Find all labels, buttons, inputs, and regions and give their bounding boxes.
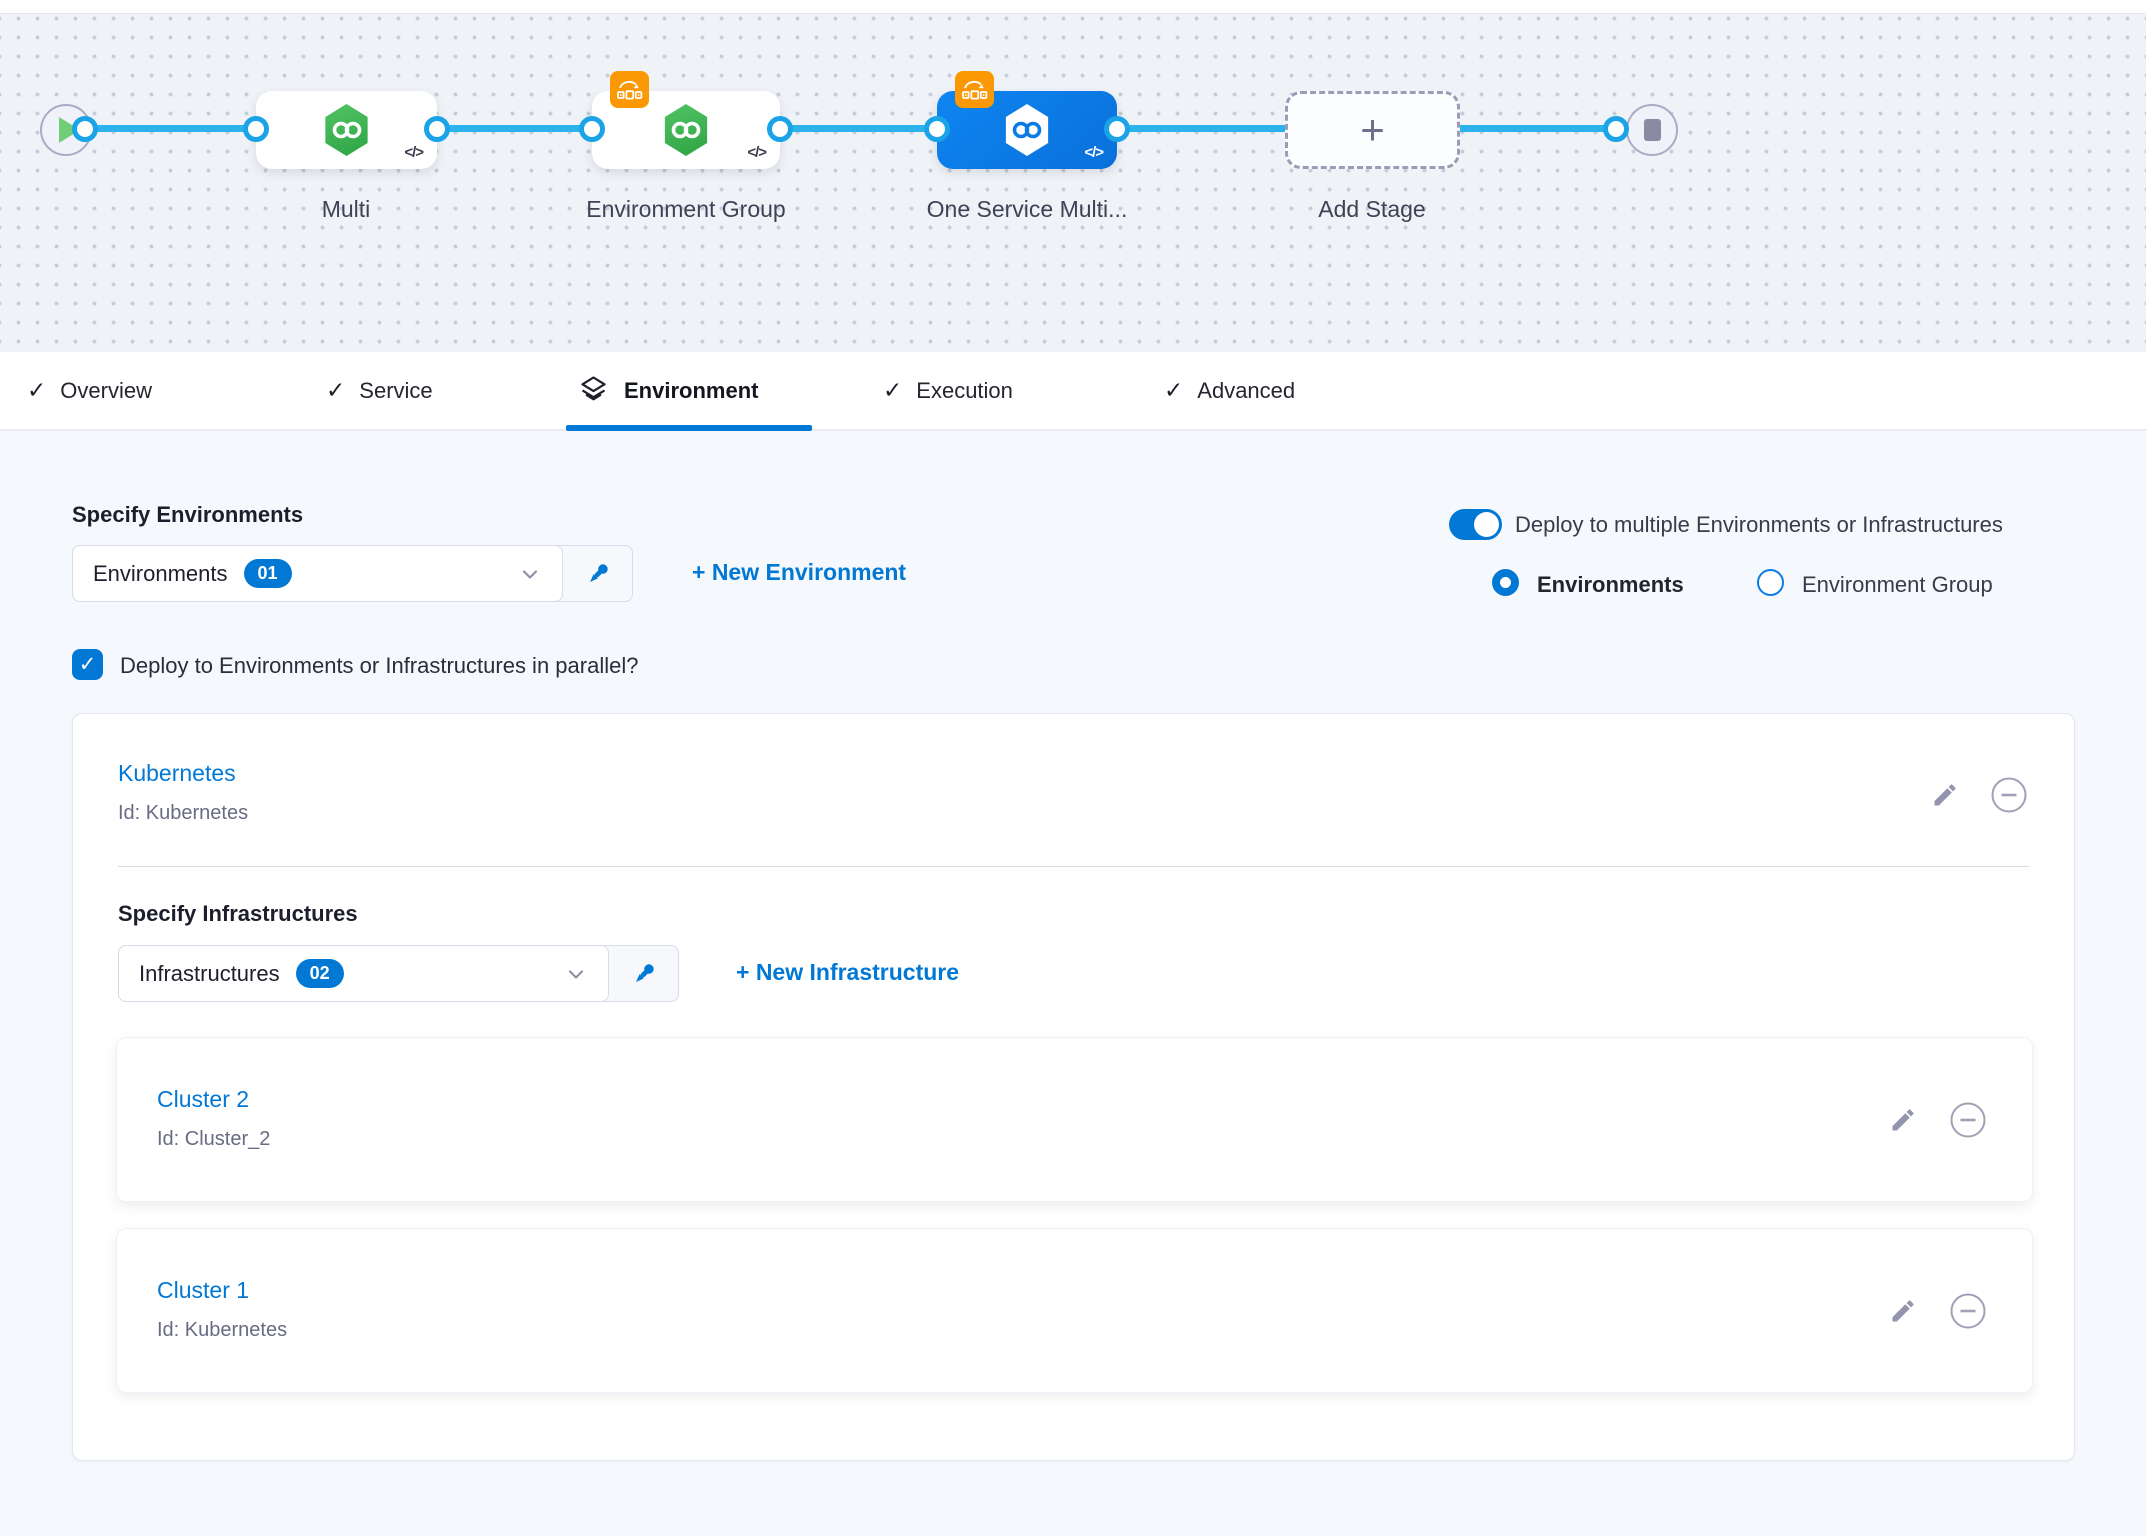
infrastructure-card-cluster-2: Cluster 2 Id: Cluster_2 — [116, 1037, 2033, 1202]
service-deploy-icon — [325, 104, 368, 156]
minus-circle-icon — [1950, 1102, 1986, 1138]
stage-label: One Service Multi... — [926, 196, 1128, 222]
environment-tab-content: Specify Environments Environments 01 — [0, 431, 2146, 1536]
add-stage-label: Add Stage — [1318, 196, 1426, 222]
dropdown-value: Environments — [93, 560, 228, 586]
edit-environment-button[interactable] — [1925, 775, 1965, 815]
pin-icon — [589, 563, 608, 582]
stage-card-multi[interactable]: </> — [256, 91, 437, 169]
stage-card-one-service-multi[interactable]: </> — [937, 71, 1117, 169]
pencil-icon — [1934, 784, 1956, 806]
active-tab-underline — [566, 425, 812, 431]
tab-label: Environment — [624, 377, 759, 403]
stop-icon — [1643, 119, 1661, 141]
infrastructure-title-link[interactable]: Cluster 2 — [157, 1086, 250, 1112]
parallel-deploy-checkbox[interactable]: ✓ — [72, 649, 103, 680]
service-deploy-icon — [1005, 104, 1049, 156]
multi-deploy-badge-icon — [610, 71, 649, 108]
tab-label: Overview — [60, 377, 152, 403]
add-stage-button[interactable]: + — [1285, 91, 1460, 169]
infrastructures-dropdown-field[interactable]: Infrastructures 02 — [118, 945, 609, 1002]
radio-environment-group[interactable] — [1757, 569, 1784, 596]
pipeline-end-node — [1626, 104, 1678, 156]
environment-title-link[interactable]: Kubernetes — [118, 760, 236, 786]
pin-icon — [635, 963, 654, 982]
chevron-down-icon — [518, 562, 542, 586]
new-environment-link[interactable]: + New Environment — [692, 559, 907, 585]
plus-icon: + — [1360, 106, 1385, 153]
pin-button[interactable] — [609, 946, 678, 1001]
infrastructure-card-cluster-1: Cluster 1 Id: Kubernetes — [116, 1228, 2033, 1393]
parallel-deploy-label: Deploy to Environments or Infrastructure… — [120, 653, 639, 678]
service-deploy-icon — [664, 104, 708, 156]
multi-deploy-badge-icon — [955, 71, 994, 108]
tab-label: Execution — [916, 377, 1013, 403]
infrastructures-dropdown: Infrastructures 02 — [118, 945, 679, 1002]
infrastructure-id-text: Id: Kubernetes — [157, 1319, 288, 1341]
connector-port — [72, 116, 98, 142]
check-icon: ✓ — [78, 653, 97, 676]
remove-environment-button[interactable] — [1989, 775, 2029, 815]
radio-environment-group-label: Environment Group — [1802, 572, 1993, 597]
environment-id-text: Id: Kubernetes — [118, 802, 249, 824]
multi-env-toggle-label: Deploy to multiple Environments or Infra… — [1515, 512, 2003, 537]
count-badge: 01 — [243, 559, 292, 588]
connector-port — [767, 116, 793, 142]
connector-port — [1104, 116, 1130, 142]
connector-port — [243, 116, 269, 142]
count-badge: 02 — [295, 959, 344, 988]
edit-infrastructure-button[interactable] — [1883, 1100, 1923, 1140]
check-icon: ✓ — [326, 377, 346, 403]
dropdown-value: Infrastructures — [139, 960, 280, 986]
tab-label: Service — [359, 377, 433, 403]
tab-advanced[interactable]: ✓ Advanced — [1164, 352, 1295, 429]
environment-card-kubernetes: Kubernetes Id: Kubernetes Specify Infras… — [72, 713, 2075, 1461]
minus-circle-icon — [1950, 1293, 1986, 1329]
tab-environment[interactable]: Environment — [577, 352, 758, 429]
connector-port — [1603, 116, 1629, 142]
tab-service[interactable]: ✓ Service — [326, 352, 433, 429]
stage-label: Environment Group — [586, 196, 786, 222]
new-infrastructure-link[interactable]: + New Infrastructure — [736, 959, 960, 985]
remove-infrastructure-button[interactable] — [1948, 1291, 1988, 1331]
card-divider — [118, 866, 2029, 867]
pencil-icon — [1892, 1109, 1914, 1131]
yaml-code-icon: </> — [1084, 144, 1104, 161]
specify-infrastructures-heading: Specify Infrastructures — [118, 901, 358, 926]
remove-infrastructure-button[interactable] — [1948, 1100, 1988, 1140]
stage-label: Multi — [321, 196, 371, 222]
pipeline-canvas[interactable]: </> Multi </> Environment Group — [0, 13, 2146, 352]
radio-environments[interactable] — [1492, 569, 1519, 596]
environments-dropdown-field[interactable]: Environments 01 — [72, 545, 563, 602]
chevron-down-icon — [564, 962, 588, 986]
connector-port — [424, 116, 450, 142]
specify-environments-heading: Specify Environments — [72, 502, 304, 527]
radio-environments-label: Environments — [1537, 572, 1684, 597]
minus-circle-icon — [1991, 777, 2027, 813]
connector-port — [924, 116, 950, 142]
infrastructure-id-text: Id: Cluster_2 — [157, 1128, 271, 1150]
edit-infrastructure-button[interactable] — [1883, 1291, 1923, 1331]
check-icon: ✓ — [883, 377, 903, 403]
environments-dropdown: Environments 01 — [72, 545, 633, 602]
toggle-knob — [1474, 512, 1499, 537]
pencil-icon — [1892, 1300, 1914, 1322]
yaml-code-icon: </> — [747, 144, 767, 161]
environment-stack-icon — [577, 374, 610, 407]
infrastructure-title-link[interactable]: Cluster 1 — [157, 1277, 250, 1303]
stage-tabbar: ✓ Overview ✓ Service Environment ✓ Execu… — [0, 352, 2146, 431]
tab-label: Advanced — [1197, 377, 1296, 403]
multi-env-toggle[interactable] — [1449, 509, 1502, 540]
connector-port — [579, 116, 605, 142]
pin-button[interactable] — [563, 546, 632, 601]
pipeline-connector-line — [80, 125, 1631, 132]
tab-overview[interactable]: ✓ Overview — [27, 352, 152, 429]
tab-execution[interactable]: ✓ Execution — [883, 352, 1013, 429]
check-icon: ✓ — [1164, 377, 1184, 403]
yaml-code-icon: </> — [404, 144, 424, 161]
stage-card-environment-group[interactable]: </> — [592, 71, 780, 169]
check-icon: ✓ — [27, 377, 47, 403]
